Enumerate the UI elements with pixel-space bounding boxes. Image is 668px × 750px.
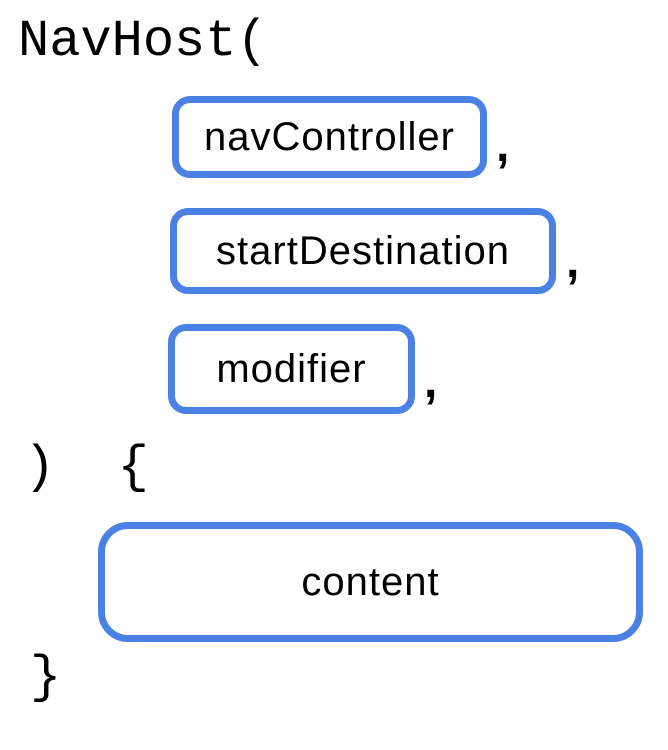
param-chip-modifier-label: modifier bbox=[216, 346, 367, 391]
comma-after-navcontroller: , bbox=[496, 119, 510, 172]
comma-after-startdestination: , bbox=[566, 235, 580, 288]
body-chip-content-label: content bbox=[301, 559, 440, 604]
param-chip-startdestination: startDestination bbox=[170, 208, 556, 294]
code-navhost-open: NavHost( bbox=[18, 12, 268, 71]
param-chip-navcontroller: navController bbox=[172, 96, 487, 178]
param-chip-modifier: modifier bbox=[168, 324, 415, 414]
comma-after-modifier: , bbox=[424, 355, 438, 408]
param-chip-startdestination-label: startDestination bbox=[216, 228, 510, 273]
body-chip-content: content bbox=[98, 522, 643, 642]
code-close-paren-open-brace: ) { bbox=[24, 438, 149, 497]
param-chip-navcontroller-label: navController bbox=[204, 114, 455, 159]
code-close-brace: } bbox=[30, 648, 62, 707]
